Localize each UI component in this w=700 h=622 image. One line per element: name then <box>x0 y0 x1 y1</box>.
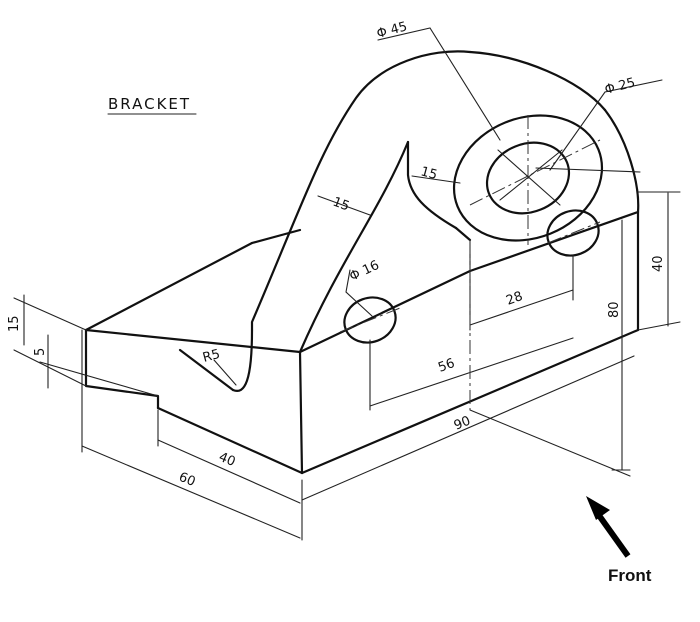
dim-40-bottom: 40 <box>217 450 238 470</box>
dim-5: 5 <box>33 348 48 356</box>
drawing-title: BRACKET <box>108 95 191 113</box>
dim-phi16: Φ 16 <box>347 258 381 285</box>
base-hole-right <box>546 209 600 257</box>
dimension-lines <box>13 27 681 541</box>
dim-phi25: Φ 25 <box>603 75 637 97</box>
dim-15-left: 15 <box>7 315 22 332</box>
dim-15-arm: 15 <box>331 195 352 215</box>
dim-15-top: 15 <box>419 164 439 183</box>
dim-56: 56 <box>436 356 457 376</box>
dim-90: 90 <box>452 414 473 434</box>
front-view-label: Front <box>608 566 652 585</box>
dim-40-right: 40 <box>651 255 666 272</box>
upright-arm <box>178 50 607 392</box>
dim-60: 60 <box>177 470 198 490</box>
dim-phi45: Φ 45 <box>375 19 409 41</box>
dim-r5: R5 <box>201 347 222 366</box>
front-view-arrow-icon <box>586 496 631 558</box>
dim-80: 80 <box>607 301 622 318</box>
base-hole-left <box>343 296 397 344</box>
cylinder-boss <box>452 108 640 242</box>
dim-28: 28 <box>504 289 525 309</box>
